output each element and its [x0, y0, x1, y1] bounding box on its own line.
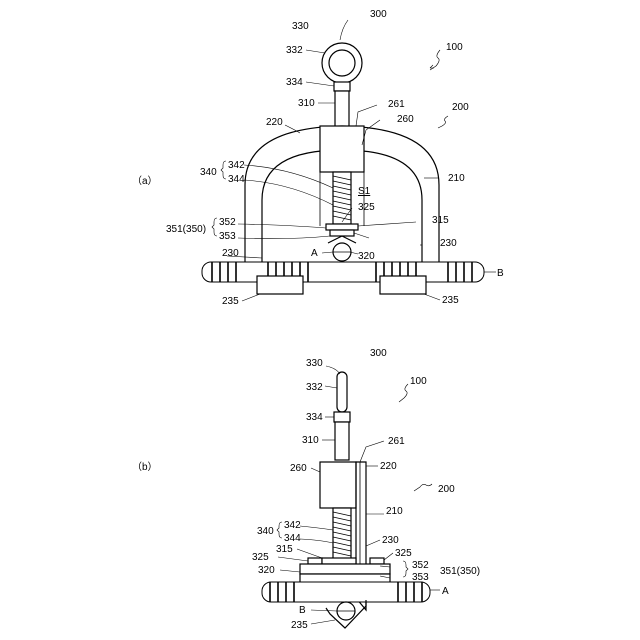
label-b-210: 210 — [386, 506, 403, 517]
clamp-block-352 — [300, 564, 390, 574]
label-b-100: 100 — [410, 376, 427, 387]
label-b-332: 332 — [306, 382, 323, 393]
label-a-351: 351(350) — [166, 224, 206, 235]
label-a-340: 340 — [200, 167, 217, 178]
nut-352 — [326, 224, 358, 230]
label-a-342: 342 — [228, 160, 245, 171]
label-a-310: 310 — [298, 98, 315, 109]
label-a-330: 330 — [292, 21, 309, 32]
label-b-261: 261 — [388, 436, 405, 447]
collar-334-b — [334, 412, 350, 422]
label-a-A: A — [311, 248, 318, 259]
label-b-340: 340 — [257, 526, 274, 537]
label-a-334: 334 — [286, 77, 303, 88]
brace-351-b — [403, 561, 408, 577]
eye-ring-outer — [322, 43, 362, 83]
label-a-315: 315 — [432, 215, 449, 226]
label-b-342: 342 — [284, 520, 301, 531]
figure-b: （b） — [132, 348, 480, 631]
nut-block-260-b — [320, 462, 356, 508]
label-a-300: 300 — [370, 9, 387, 20]
hook-block-235-right — [380, 276, 426, 294]
label-a-260: 260 — [397, 114, 414, 125]
collar-334 — [334, 82, 350, 91]
eye-ring-inner — [329, 50, 355, 76]
label-a-S1: S1 — [358, 186, 371, 197]
label-b-260: 260 — [290, 463, 307, 474]
label-a-210: 210 — [448, 173, 465, 184]
caption-b: （b） — [132, 461, 158, 473]
washer-325-left — [308, 558, 322, 564]
plate-315 — [322, 558, 356, 564]
label-b-330: 330 — [306, 358, 323, 369]
brace-351 — [212, 218, 217, 236]
label-a-235-left: 235 — [222, 296, 239, 307]
shaft-310 — [335, 91, 349, 127]
wavy-arrows-a — [430, 50, 448, 128]
brace-340-b — [277, 522, 282, 538]
label-b-230: 230 — [382, 535, 399, 546]
label-b-315: 315 — [276, 544, 293, 555]
label-a-261: 261 — [388, 99, 405, 110]
label-b-353: 353 — [412, 572, 429, 583]
label-b-300: 300 — [370, 348, 387, 359]
label-b-351: 351(350) — [440, 566, 480, 577]
washer-325-right — [370, 558, 384, 564]
brace-340 — [221, 161, 226, 179]
label-a-320: 320 — [358, 251, 375, 262]
label-b-A: A — [442, 586, 449, 597]
label-a-B: B — [497, 268, 504, 279]
label-b-320: 320 — [258, 565, 275, 576]
rebar-A-b — [262, 582, 430, 602]
hook-block-235-left — [257, 276, 303, 294]
nut-block-260 — [320, 126, 364, 172]
caption-a: （a） — [132, 175, 158, 187]
label-a-344: 344 — [228, 174, 245, 185]
label-a-353: 353 — [219, 231, 236, 242]
label-a-325: 325 — [358, 202, 375, 213]
label-a-352: 352 — [219, 217, 236, 228]
label-b-235: 235 — [291, 620, 308, 631]
label-a-230-left: 230 — [222, 248, 239, 259]
label-b-220: 220 — [380, 461, 397, 472]
label-a-230-right: 230 — [440, 238, 457, 249]
rebar-B — [202, 262, 484, 282]
washer-353 — [330, 230, 354, 236]
label-a-332: 332 — [286, 45, 303, 56]
label-a-200: 200 — [452, 102, 469, 113]
label-b-325-left: 325 — [252, 552, 269, 563]
label-a-220: 220 — [266, 117, 283, 128]
label-b-352: 352 — [412, 560, 429, 571]
jaw-a — [328, 236, 356, 243]
label-b-B: B — [299, 605, 306, 616]
eye-edge-332 — [337, 372, 347, 412]
figure-a: （a） — [132, 9, 504, 307]
label-b-310: 310 — [302, 435, 319, 446]
label-b-325-right: 325 — [395, 548, 412, 559]
label-b-334: 334 — [306, 412, 323, 423]
label-b-344: 344 — [284, 533, 301, 544]
label-b-200: 200 — [438, 484, 455, 495]
label-a-100: 100 — [446, 42, 463, 53]
label-a-235-right: 235 — [442, 295, 459, 306]
shaft-310-b — [335, 422, 349, 460]
